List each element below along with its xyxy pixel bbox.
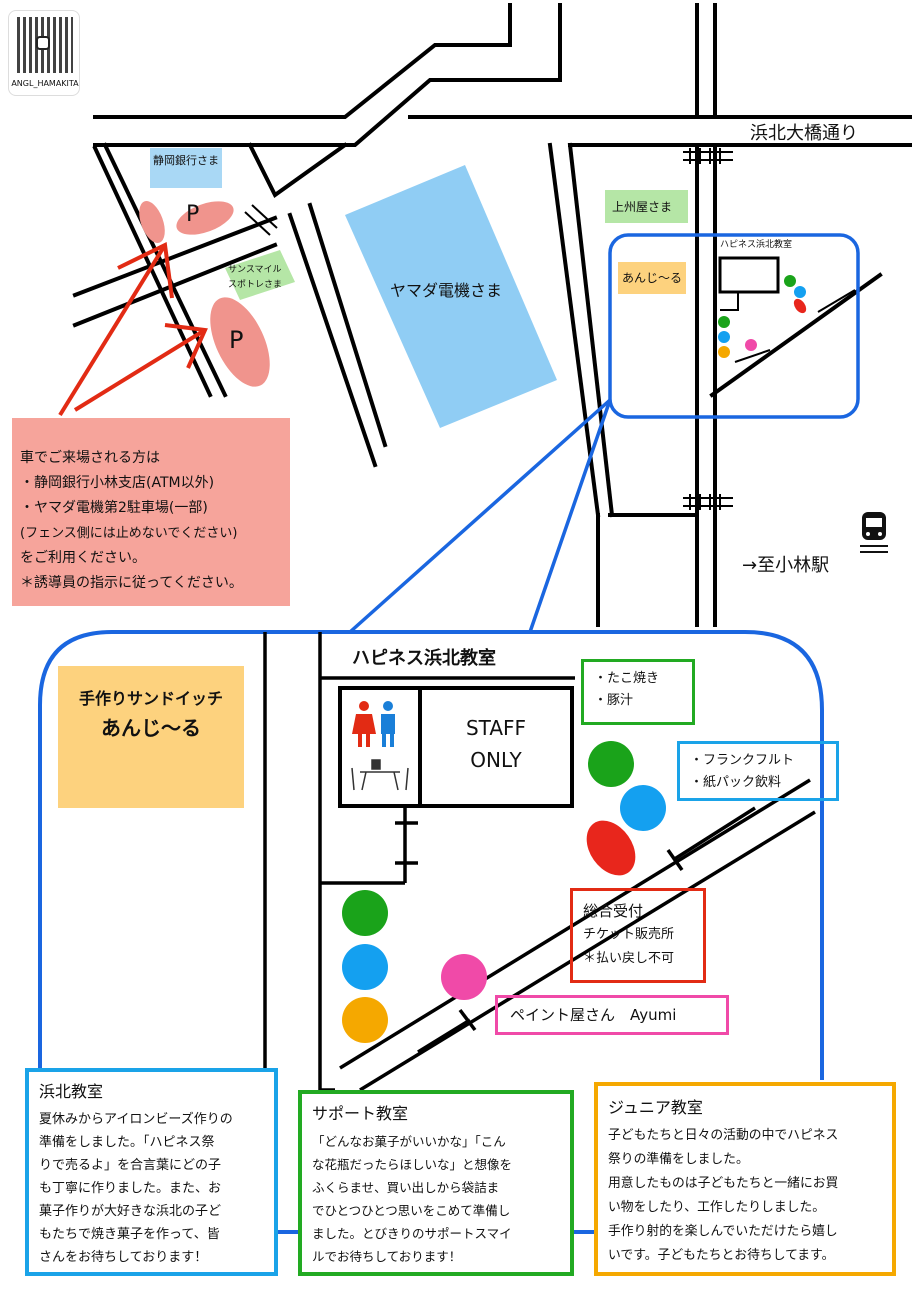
booth-blue (620, 785, 666, 831)
note-line-6: ＊誘導員の指示に従ってください。 (20, 575, 243, 591)
note-line-1: 車でご来場される方は (20, 450, 160, 466)
note-line-3: ・ヤマダ電機第2駐車場(一部) (20, 500, 208, 516)
anjiru-small: あんじ〜る (618, 262, 686, 294)
classroom-hamakita: 浜北教室 夏休みからアイロンビーズ作りの 準備をしました。「ハピネス祭 りで売る… (25, 1068, 278, 1276)
yamada-shape (345, 165, 557, 428)
parking-note: 車でご来場される方は ・静岡銀行小林支店(ATM以外) ・ヤマダ電機第2駐車場(… (12, 418, 290, 606)
bank-shape (150, 148, 222, 188)
classroom-support: サポート教室 「どんなお菓子がいいかな」「こん な花瓶だったらほしいな」と想像を… (298, 1090, 574, 1276)
staff-only-label: STAFF ONLY (465, 716, 527, 772)
takoyaki-stand: ・たこ焼き ・豚汁 (581, 659, 695, 725)
happiness-small-label: ハピネス浜北教室 (720, 240, 793, 250)
happiness-building (338, 686, 574, 808)
booth-green (588, 741, 634, 787)
reception-desk: 総合受付 チケット販売所 ＊払い戻し不可 (570, 888, 706, 983)
note-line-2: ・静岡銀行小林支店(ATM以外) (20, 475, 215, 491)
restroom-icon (352, 701, 395, 747)
frank-stand: ・フランクフルト ・紙パック飲料 (677, 741, 839, 801)
parking-area-1 (176, 201, 234, 235)
direction-arrows (58, 241, 208, 417)
parking-p-2: P (229, 326, 244, 354)
booth-red (586, 820, 636, 876)
cafe-icon (351, 759, 409, 791)
main-road-label: 浜北大橋通り (750, 123, 858, 144)
booth-orange (342, 997, 388, 1043)
detail-outline (38, 630, 824, 1262)
note-line-4: (フェンス側には止めないでください) (20, 526, 238, 541)
joshuya-shape (605, 190, 688, 223)
station-label: →至小林駅 (742, 555, 830, 576)
booth-green-2 (342, 890, 388, 936)
sunsmile-label-2: スポトレさま (228, 280, 283, 290)
sandwich-line-2: あんじ〜る (101, 716, 201, 740)
site-callout (608, 233, 860, 419)
note-line-5: をご利用ください。 (20, 550, 146, 566)
train-icon (860, 512, 888, 553)
instagram-icon (36, 36, 50, 50)
yamada-label: ヤマダ電機さま (390, 281, 503, 300)
qr-code: ANGL_HAMAKITA (8, 10, 80, 96)
building-title: ハピネス浜北教室 (352, 648, 496, 669)
joshuya-label: 上州屋さま (612, 200, 673, 214)
parking-area-1b (139, 200, 165, 244)
parking-area-2 (210, 297, 270, 387)
classroom-junior: ジュニア教室 子どもたちと日々の活動の中でハピネス 祭りの準備をしました。 用意… (594, 1082, 896, 1276)
booth-blue-2 (342, 944, 388, 990)
sandwich-shop: 手作りサンドイッチ あんじ〜る (58, 666, 244, 808)
paint-stand: ペイント屋さん Ayumi (495, 995, 729, 1035)
sunsmile-shape (225, 250, 295, 300)
sandwich-line-1: 手作りサンドイッチ (78, 689, 223, 708)
booth-pink (441, 954, 487, 1000)
sunsmile-label-1: サンスマイル (228, 265, 282, 275)
parking-p-1: P (186, 202, 200, 227)
qr-caption: ANGL_HAMAKITA (11, 79, 79, 88)
bank-label: 静岡銀行さま (153, 154, 219, 167)
